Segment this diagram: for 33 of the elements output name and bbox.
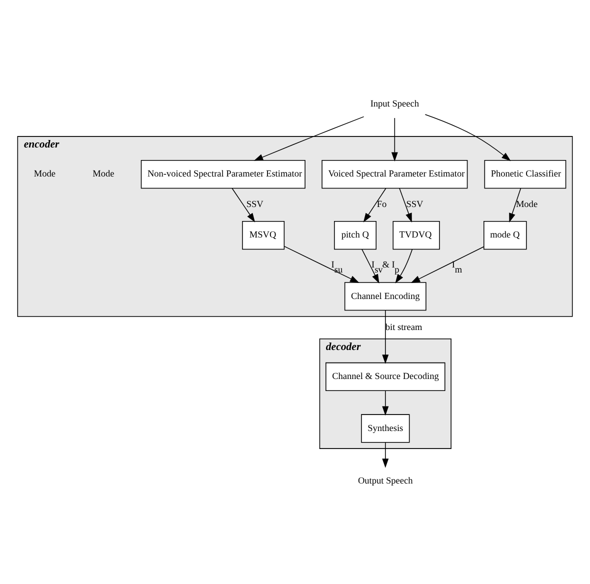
arrow — [410, 246, 484, 282]
edge-label: Fo — [376, 200, 387, 210]
edge-label: SSV — [406, 200, 424, 210]
arrow — [391, 117, 398, 161]
node-box: pitch Q — [334, 220, 376, 250]
node-box: Channel & Source Decoding — [326, 362, 446, 390]
edge-label: SSV — [246, 200, 264, 210]
node-box: TVDVQ — [392, 220, 440, 250]
arrow — [424, 114, 511, 161]
arrow — [382, 310, 389, 364]
arrow — [395, 248, 413, 283]
node-box: Non-voiced Spectral Parameter Estimator — [140, 160, 306, 188]
arrow — [363, 187, 386, 222]
edge-label: Mode — [516, 200, 538, 210]
edge-label: bit stream — [385, 322, 422, 333]
node-box: Voiced Spectral Parameter Estimator — [322, 160, 468, 188]
arrow — [509, 187, 522, 222]
arrow — [399, 187, 412, 222]
node-text: Input Speech — [370, 98, 419, 109]
arrow — [232, 187, 256, 222]
arrow — [382, 390, 389, 416]
label: Mode — [34, 169, 56, 180]
arrow — [362, 248, 380, 283]
arrow — [382, 442, 389, 468]
node-text: Output Speech — [358, 476, 413, 486]
label: Mode — [92, 169, 114, 180]
node-box: mode Q — [484, 220, 527, 250]
node-box: Synthesis — [361, 414, 410, 442]
arrow — [284, 245, 360, 282]
node-box: MSVQ — [242, 220, 285, 250]
node-box: Phonetic Classifier — [484, 160, 566, 188]
arrow — [254, 116, 364, 160]
node-box: Channel Encoding — [344, 282, 426, 310]
